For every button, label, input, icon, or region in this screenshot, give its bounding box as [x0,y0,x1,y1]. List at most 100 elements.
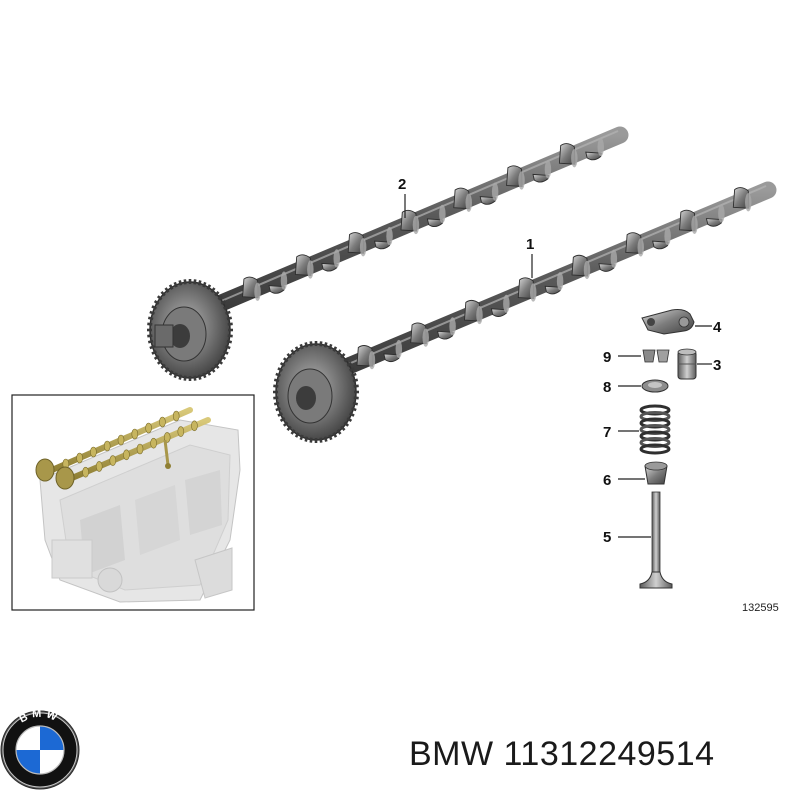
gear-tooth [225,345,231,350]
gear-tooth [353,384,359,388]
gear-tooth [160,363,166,370]
gear-tooth [164,367,170,373]
svg-text:1: 1 [526,236,534,253]
gear-tooth [225,310,231,315]
gear-tooth [217,295,224,301]
cam-lobe-face [280,271,288,290]
hydraulic-lifter-part [677,348,697,380]
gear-tooth [223,350,229,355]
gear-tooth [183,279,187,285]
inset-cam-lobe [131,428,139,440]
cam-lobe [532,173,550,183]
gear-tooth [193,375,197,381]
cam-lobe-face [610,249,618,268]
gear-tooth [147,322,153,326]
gear-tooth [168,370,174,376]
cam-lobe-face [412,215,420,235]
gear-tooth [160,290,166,297]
svg-text:4: 4 [713,319,722,336]
cam-lobe-face [718,204,725,223]
gear-tooth [168,284,174,290]
cam-lobe-face [386,227,393,246]
gear-tooth [319,341,323,347]
gear-tooth [323,342,328,348]
inset-cam-lobe [109,455,117,466]
cam-lobe [625,232,642,254]
callout-7: 7 [603,424,639,441]
gear-tooth [206,370,212,376]
cam-lobe [585,151,602,161]
cam-lobe [571,254,589,277]
bmw-logo: BMW [0,708,80,790]
gear-tooth [173,372,178,379]
gear-tooth [351,372,357,377]
gear-tooth [227,334,233,338]
gear-tooth [173,281,178,288]
cam-lobe [437,330,454,340]
gear-tooth [328,343,333,350]
svg-text:2: 2 [398,176,406,193]
engine-block-ghost [39,419,241,603]
inset-cam-lobe [172,410,180,422]
cam-lobe-face [439,204,446,223]
cam-lobe [479,196,497,205]
gear-tooth [328,434,333,441]
gear-tooth [323,436,328,442]
gear-tooth [343,357,350,363]
callout-1: 1 [526,236,534,278]
engine-location-inset [11,394,255,611]
gear-tooth [290,429,296,435]
gear-tooth [277,412,283,417]
callout-3: 3 [697,357,721,374]
svg-text:8: 8 [603,379,611,396]
cam-lobe-face [491,182,499,201]
camshaft-1-lobes [356,187,752,370]
cam-lobe-face [571,149,578,168]
gear-tooth [202,372,207,379]
spring-retainer-part [641,379,669,393]
cam-lobe-face [395,339,403,359]
gear-tooth [220,355,227,361]
cam-lobe-face [518,171,525,190]
gear-tooth [164,287,170,293]
figure-number: 132595 [742,602,779,614]
inset-cam-lobe [136,443,144,455]
cam-lobe-face [368,351,376,370]
gear-tooth [197,374,202,380]
cam-lobe-face [449,317,456,336]
gear-tooth [352,401,359,406]
gear-tooth [193,279,197,285]
gear-tooth [332,346,338,352]
inset-cam-lobe [159,416,166,428]
gear-tooth [227,322,233,326]
gear-tooth [304,342,309,348]
gear-tooth [304,436,309,442]
cam-lobe-face [637,238,644,257]
cam-lobe-face [503,294,510,313]
gear-tooth [319,437,323,443]
cam-lobe [490,308,508,317]
gear-tooth [273,401,280,406]
valve-spring-part [639,404,671,455]
gear-tooth [183,375,187,381]
gear-tooth [210,287,216,293]
svg-text:6: 6 [603,472,611,489]
inset-cam-lobe [123,449,130,461]
cam-lobe-face [529,283,537,302]
valve-stem-seal-part [644,461,668,485]
cam-lobe-face [597,138,604,157]
gear-tooth [273,378,280,383]
brand-name: BMW [409,735,494,773]
gear-tooth [336,429,342,435]
part-number: 11312249514 [503,735,715,773]
gear-tooth [156,359,163,365]
cam-lobe [374,240,391,250]
svg-text:7: 7 [603,424,611,441]
callout-8: 8 [603,379,641,396]
svg-text:3: 3 [713,357,721,374]
gear-tooth [336,349,342,355]
gear-tooth [290,349,296,355]
part-caption: BMW 11312249514 [409,735,794,774]
cam-lobe [506,165,523,187]
